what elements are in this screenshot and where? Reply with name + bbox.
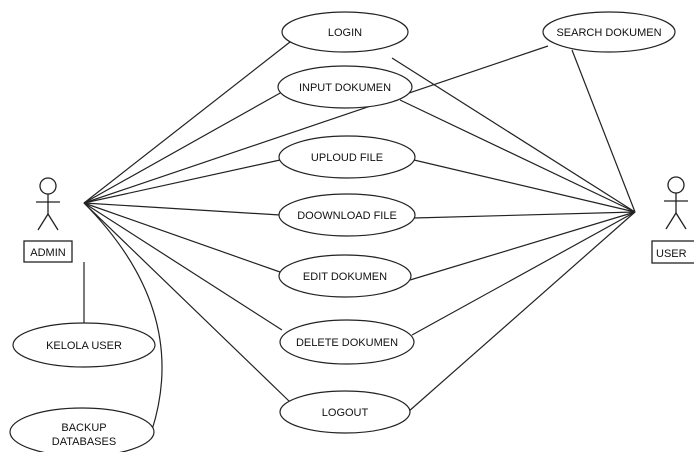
admin-actor [23, 177, 73, 263]
use-case-login: LOGIN [281, 11, 409, 53]
use-case-delete-dokumen-label: DELETE DOKUMEN [296, 337, 398, 349]
use-case-edit-dokumen: EDIT DOKUMEN [278, 254, 412, 298]
user-edit-line [409, 211, 636, 281]
use-case-delete-dokumen: DELETE DOKUMEN [279, 319, 415, 365]
user-leg-left [665, 212, 677, 230]
user-logout-line [407, 211, 636, 413]
use-case-backup-label-line2: DATABASES [52, 436, 116, 448]
admin-input-line [83, 91, 283, 204]
use-case-uploud-file: UPLOUD FILE [278, 135, 416, 179]
use-case-kelola-user: KELOLA USER [12, 322, 156, 368]
admin-label-box [23, 240, 73, 263]
user-delete-line [411, 211, 636, 336]
admin-leg-left [37, 213, 49, 231]
admin-uploud-line [83, 159, 281, 204]
user-doownload-line [413, 211, 636, 219]
use-case-input-dokumen: INPUT DOKUMEN [277, 65, 413, 109]
admin-doownload-line [83, 202, 281, 216]
use-case-login-label: LOGIN [328, 27, 362, 39]
use-case-kelola-user-label: KELOLA USER [46, 340, 122, 352]
use-case-logout: LOGOUT [279, 390, 411, 434]
user-label-box [651, 240, 694, 264]
user-input-line [399, 99, 636, 213]
use-case-doownload-file-label: DOOWNLOAD FILE [297, 210, 397, 222]
admin-leg-right [47, 213, 59, 231]
user-login-line [391, 57, 636, 213]
associations [83, 41, 636, 431]
use-case-doownload-file: DOOWNLOAD FILE [278, 193, 416, 237]
admin-edit-line [83, 202, 281, 273]
admin-head [39, 177, 57, 195]
admin-label: ADMIN [30, 247, 66, 259]
admin-delete-line [83, 202, 283, 331]
use-case-search-dokumen: SEARCH DOKUMEN [542, 11, 676, 53]
user-actor [651, 176, 694, 264]
user-search-line [571, 49, 636, 213]
user-uploud-line [413, 159, 636, 213]
admin-logout-line [83, 202, 291, 403]
admin-backup-line [83, 202, 163, 431]
admin-login-line [83, 41, 291, 204]
use-case-backup-label-line1: BACKUP [61, 422, 106, 434]
use-case-input-dokumen-label: INPUT DOKUMEN [299, 82, 391, 94]
use-case-logout-label: LOGOUT [322, 407, 369, 419]
use-case-search-dokumen-label: SEARCH DOKUMEN [556, 27, 661, 39]
user-leg-right [675, 212, 687, 230]
use-case-backup-databases: BACKUP DATABASES [9, 407, 155, 452]
user-label: USER [656, 248, 687, 260]
use-case-edit-dokumen-label: EDIT DOKUMEN [303, 271, 387, 283]
admin-search-line [83, 45, 549, 204]
use-case-uploud-file-label: UPLOUD FILE [311, 152, 383, 164]
user-head [667, 176, 685, 194]
